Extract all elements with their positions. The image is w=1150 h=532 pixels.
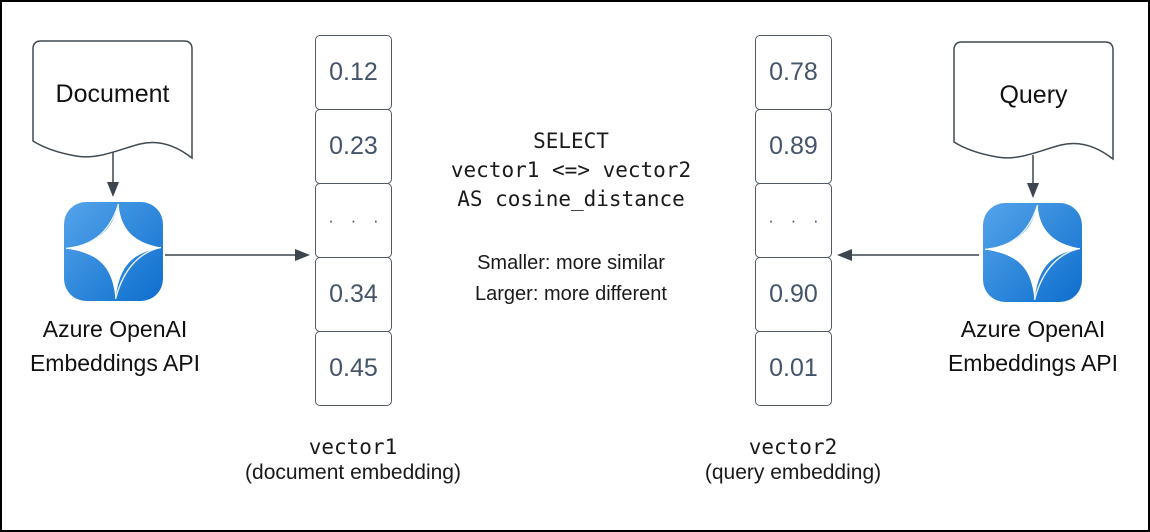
sql-operator-line: vector1 <=> vector2: [450, 158, 692, 182]
vector2-cell-ellipsis: · · ·: [755, 183, 832, 258]
query-shape-outline: [953, 41, 1114, 161]
vector1-name: vector1: [308, 435, 398, 459]
api-label-left-line1: Azure OpenAI: [42, 316, 188, 342]
vector2-cell: 0.90: [755, 257, 832, 332]
azure-openai-icon: [63, 201, 164, 302]
vector1-cell: 0.12: [315, 35, 392, 110]
vector2-column: 0.78 0.89 · · · 0.90 0.01: [755, 35, 832, 406]
sql-alias-line: AS cosine_distance: [457, 187, 685, 211]
vector1-cell: 0.34: [315, 257, 392, 332]
vector1-cell-ellipsis: · · ·: [315, 183, 392, 258]
note-larger: Larger: more different: [475, 283, 667, 305]
query-shape: [953, 41, 1114, 163]
note-smaller: Smaller: more similar: [477, 252, 665, 274]
vector1-caption: vector1 (document embedding): [223, 435, 483, 486]
vector2-name: vector2: [748, 435, 838, 459]
vector1-cell: 0.23: [315, 109, 392, 184]
api-label-right-line1: Azure OpenAI: [960, 316, 1106, 342]
vector2-cell: 0.01: [755, 331, 832, 406]
vector1-column: 0.12 0.23 · · · 0.34 0.45: [315, 35, 392, 406]
api-label-left-line2: Embeddings API: [29, 350, 201, 376]
vector1-description: (document embedding): [245, 461, 461, 484]
document-label: Document: [55, 80, 170, 108]
vector2-cell: 0.89: [755, 109, 832, 184]
api-label-right: Azure OpenAI Embeddings API: [923, 312, 1143, 380]
vector2-description: (query embedding): [704, 461, 882, 484]
center-text-block: SELECT vector1 <=> vector2 AS cosine_dis…: [420, 127, 722, 310]
distance-notes: Smaller: more similar Larger: more diffe…: [420, 248, 722, 310]
azure-openai-icon: [982, 202, 1083, 303]
api-label-left: Azure OpenAI Embeddings API: [5, 312, 225, 380]
vector1-cell: 0.45: [315, 331, 392, 406]
sql-select-line: SELECT: [533, 129, 609, 153]
query-label: Query: [999, 81, 1068, 109]
vector2-cell: 0.78: [755, 35, 832, 110]
api-label-right-line2: Embeddings API: [947, 350, 1119, 376]
vector2-caption: vector2 (query embedding): [663, 435, 923, 486]
